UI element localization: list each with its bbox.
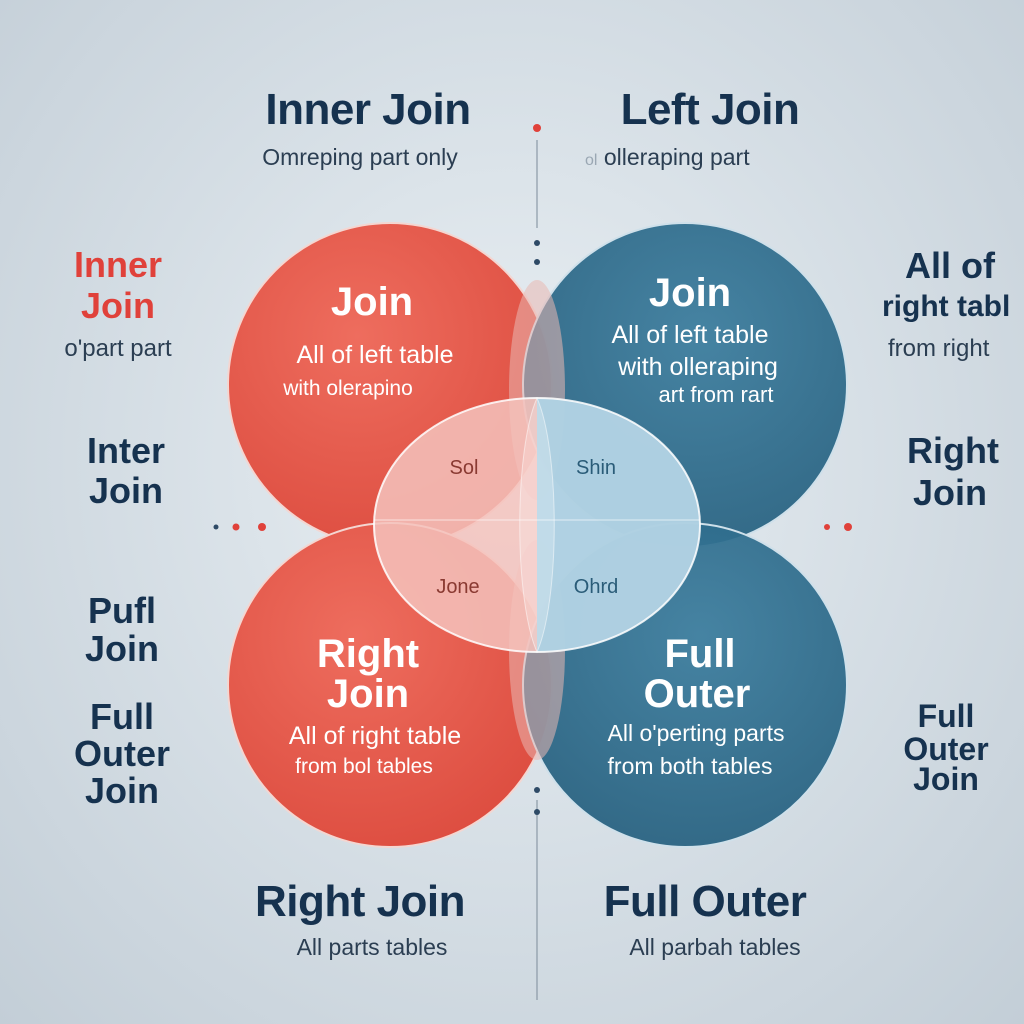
right-label-right-join: Join	[912, 472, 988, 513]
left-label-outer: Outer	[73, 733, 171, 774]
right-label-right: Right	[907, 430, 999, 471]
circle-bottom-left-title1: Right	[316, 632, 420, 676]
left-label-inter: Inter	[86, 430, 166, 471]
right-label-allof: All of	[905, 245, 995, 286]
header-bottom-left-title: Right Join	[254, 877, 466, 926]
circle-bottom-right-desc2: from both tables	[607, 753, 773, 779]
left-label-pufl-join: Join	[84, 628, 160, 669]
circle-top-right-title: Join	[648, 271, 732, 315]
circle-bottom-left-desc1: All of right table	[288, 722, 462, 750]
circle-bottom-right-title2: Outer	[643, 672, 751, 716]
header-top-right-subtitle-group: ol olleraping part	[585, 146, 750, 169]
header-top-right-title: Left Join	[620, 85, 800, 134]
header-top-left-subtitle: Omreping part only	[262, 144, 458, 170]
overlap-label-bottom-right: Ohrd	[573, 576, 619, 598]
overlap-label-top-right: Shin	[575, 457, 617, 479]
circle-top-right-desc3: art from rart	[658, 382, 774, 407]
header-bottom-right-subtitle: All parbah tables	[629, 934, 801, 960]
right-label-from-right: from right	[888, 335, 990, 362]
header-top-left-title: Inner Join	[265, 85, 471, 134]
right-label-full: Full	[917, 698, 975, 734]
header-bottom-left-subtitle: All parts tables	[296, 934, 448, 960]
dot-top-1	[534, 240, 540, 246]
center-overlap-right	[537, 398, 700, 652]
dot-left-1	[213, 524, 219, 530]
dot-bottom-1	[534, 787, 540, 793]
dot-right-2	[844, 523, 852, 531]
circle-bottom-right-title1: Full	[664, 632, 736, 676]
circle-bottom-left-desc2: from bol tables	[295, 755, 433, 778]
right-label-outer: Outer	[903, 731, 989, 767]
overlap-label-top-left: Sol	[449, 457, 479, 479]
left-label-pufl: Pufl	[88, 590, 156, 631]
dot-bottom-2	[534, 809, 540, 815]
circle-bottom-right-desc1: All o'perting parts	[607, 720, 785, 746]
dot-right-1	[824, 524, 830, 530]
left-label-inner-sub: o'part part	[64, 335, 172, 362]
header-top-right-prefix: ol	[585, 152, 598, 169]
left-label-inner-join: Join	[80, 285, 156, 326]
center-lens-inner	[519, 396, 555, 654]
circle-top-left-desc1: All of left table	[296, 341, 454, 369]
right-label-outer-join: Join	[913, 761, 979, 797]
circle-top-right-desc1: All of left table	[611, 321, 769, 349]
circle-top-left-desc2: with olerapino	[283, 377, 413, 400]
left-label-inner: Inner	[73, 244, 163, 285]
circle-bottom-left-title2: Join	[326, 672, 410, 716]
dot-left-3	[258, 523, 266, 531]
header-bottom-right-title: Full Outer	[603, 877, 807, 926]
left-label-full: Full	[90, 696, 154, 737]
header-top-right-subtitle: olleraping part	[603, 144, 750, 170]
dot-left-2	[232, 523, 240, 531]
overlap-label-bottom-left: Jone	[436, 576, 480, 598]
right-label-right-table: right tabl	[882, 290, 1011, 323]
dot-top-2	[534, 259, 540, 265]
left-label-inter-join: Join	[88, 470, 164, 511]
left-label-outer-join: Join	[84, 770, 160, 811]
circle-top-left-title: Join	[330, 280, 414, 324]
circle-top-right-desc2: with olleraping	[618, 353, 778, 381]
dot-top-red	[533, 124, 541, 132]
